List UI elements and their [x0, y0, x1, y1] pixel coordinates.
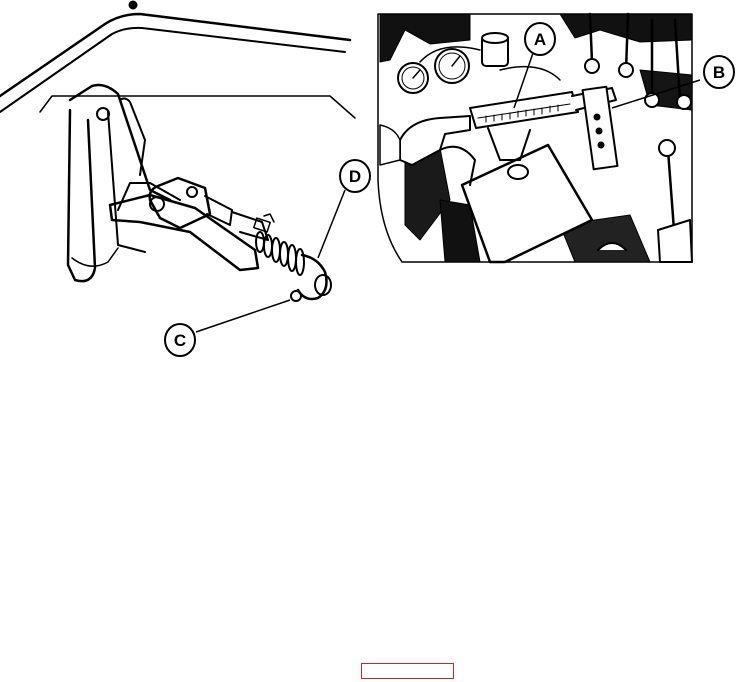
- callout-b: B: [703, 55, 735, 89]
- dash-linkage-illustration: [377, 12, 693, 264]
- tension-gauge-drawing: [469, 91, 579, 129]
- callout-b-label: B: [713, 63, 725, 82]
- callout-a-leader: [513, 52, 534, 109]
- page-nav-link-box[interactable]: [361, 663, 454, 679]
- callout-c: C: [164, 323, 196, 357]
- callout-d-label: D: [349, 167, 361, 186]
- callout-a: A: [524, 22, 556, 56]
- callout-c-label: C: [174, 331, 186, 350]
- hand-drawing: [399, 115, 471, 166]
- callout-c-leader: [195, 299, 291, 333]
- bolt-drawing: [128, 0, 138, 10]
- reservoir-box-drawing: [460, 143, 594, 264]
- callout-b-leader: [611, 79, 701, 109]
- callout-d: D: [339, 159, 371, 193]
- callout-d-leader: [317, 189, 346, 259]
- pedal-linkage-illustration: [0, 0, 356, 302]
- callout-a-label: A: [534, 30, 546, 49]
